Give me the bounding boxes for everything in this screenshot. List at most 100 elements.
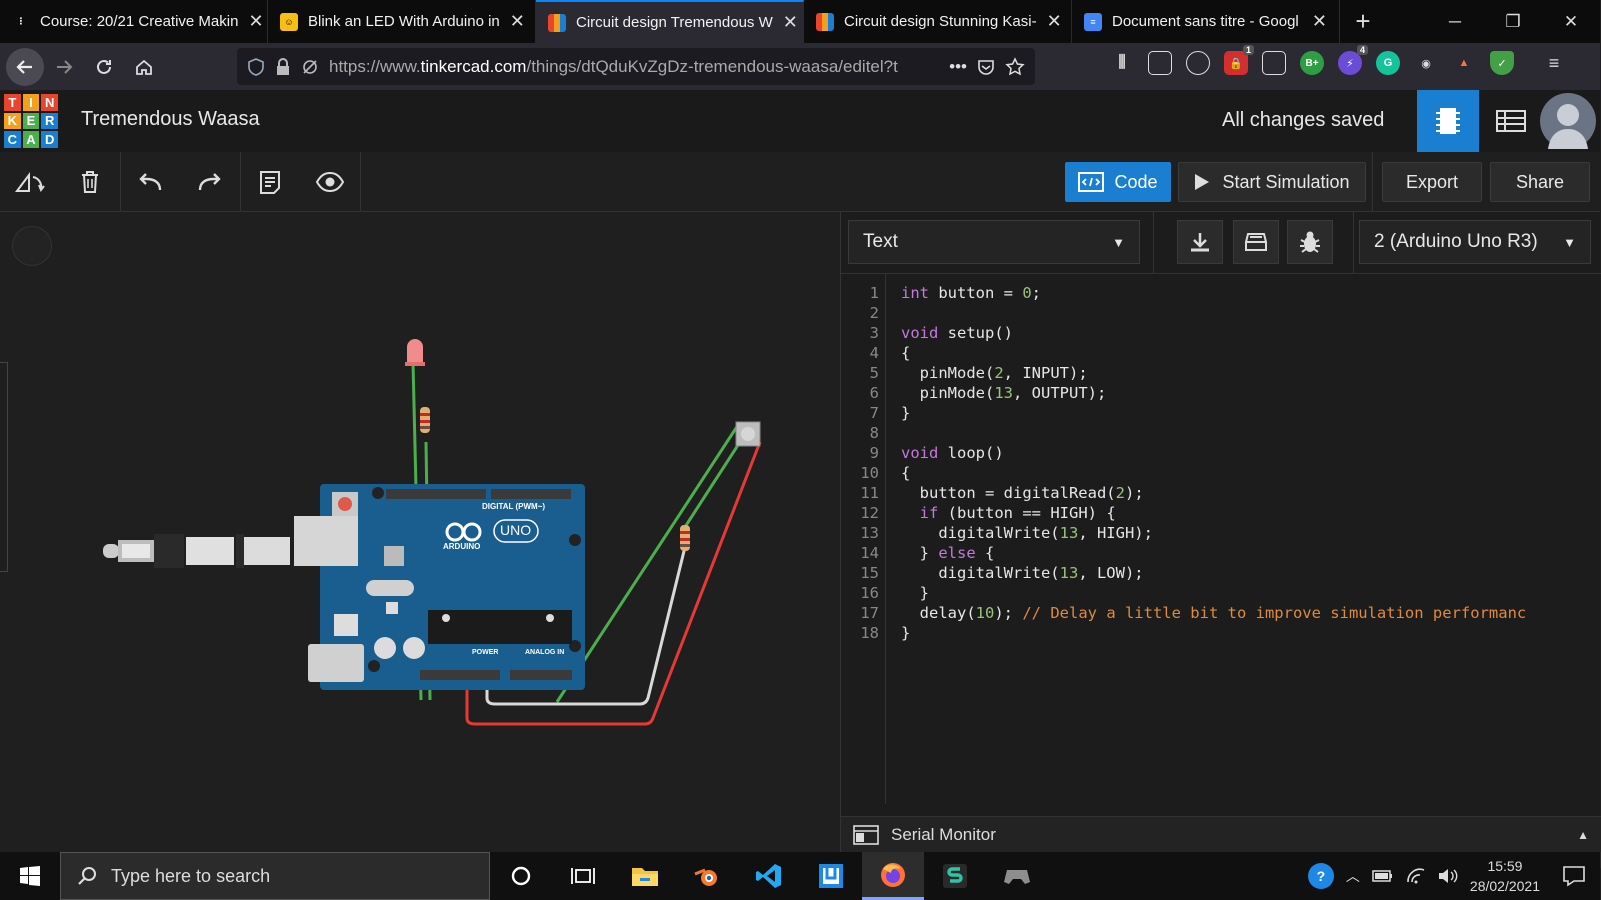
zoom-fit-button[interactable]: [12, 226, 52, 266]
notes-button[interactable]: [240, 152, 300, 212]
address-bar[interactable]: https://www.tinkercad.com/things/dtQduKv…: [237, 48, 1035, 85]
blender-icon: [694, 868, 717, 886]
avatar[interactable]: [1540, 93, 1596, 149]
code-mode-select[interactable]: Text ▼: [848, 220, 1140, 264]
close-tab-icon[interactable]: ✕: [782, 12, 798, 32]
mask-icon[interactable]: ◉: [1421, 57, 1431, 70]
delete-button[interactable]: [60, 152, 120, 212]
forward-button[interactable]: [44, 47, 84, 87]
undo-button[interactable]: [120, 152, 180, 212]
home-button[interactable]: [124, 47, 164, 87]
browser-tab-2[interactable]: ☺ Blink an LED With Arduino in ✕: [268, 0, 536, 43]
firefox-button[interactable]: [862, 852, 924, 900]
bug-icon: [1300, 231, 1320, 253]
debugger-button[interactable]: [1287, 220, 1333, 264]
url-text: https://www.tinkercad.com/things/dtQduKv…: [329, 57, 939, 77]
usb-cable[interactable]: [103, 534, 290, 568]
back-button[interactable]: [6, 47, 44, 86]
redo-button[interactable]: [180, 152, 240, 212]
bolt-icon[interactable]: ⚡4: [1338, 45, 1368, 75]
reader-icon[interactable]: [1148, 51, 1172, 75]
left-edge-handle[interactable]: [0, 362, 8, 572]
file-explorer-button[interactable]: [614, 852, 676, 900]
notification-icon[interactable]: [1562, 865, 1586, 887]
menu-icon[interactable]: ≡: [1548, 52, 1560, 73]
vscode-button[interactable]: [738, 852, 800, 900]
line-number: 6: [869, 384, 879, 402]
rotate-button[interactable]: [0, 152, 60, 212]
serial-monitor-bar[interactable]: Serial Monitor ▲: [841, 816, 1601, 852]
close-tab-icon[interactable]: ✕: [1046, 11, 1062, 31]
code-button[interactable]: Code: [1065, 162, 1171, 202]
chevron-up-icon[interactable]: ︿: [1345, 868, 1360, 884]
reload-button[interactable]: [84, 47, 124, 87]
close-tab-icon[interactable]: ✕: [1311, 11, 1327, 31]
component-list-button[interactable]: [1480, 90, 1542, 152]
sketch-app-button[interactable]: [924, 852, 986, 900]
serial-monitor-label: Serial Monitor: [891, 824, 996, 844]
battery-icon[interactable]: [1372, 869, 1394, 883]
new-tab-button[interactable]: +: [1355, 6, 1371, 36]
start-simulation-button[interactable]: Start Simulation: [1178, 162, 1366, 202]
wifi-icon[interactable]: [1406, 868, 1426, 884]
app-button[interactable]: [800, 852, 862, 900]
export-button[interactable]: Export: [1382, 162, 1482, 202]
volume-icon[interactable]: [1438, 868, 1458, 884]
close-tab-icon[interactable]: ✕: [248, 11, 264, 31]
save-status: All changes saved: [1222, 109, 1385, 131]
close-tab-icon[interactable]: ✕: [509, 11, 525, 31]
close-window-icon[interactable]: ✕: [1563, 11, 1579, 31]
grammarly-icon[interactable]: G: [1376, 51, 1400, 75]
system-clock[interactable]: 15:59 28/02/2021: [1470, 856, 1540, 896]
tab-title: Course: 20/21 Creative Makin: [40, 13, 239, 30]
push-button[interactable]: [735, 421, 761, 447]
cortana-button[interactable]: [490, 852, 552, 900]
task-view-button[interactable]: [552, 852, 614, 900]
circuit-canvas[interactable]: DIGITAL (PWM~) ARDUINO UNO POWER ANALOG …: [0, 212, 840, 852]
help-icon[interactable]: ?: [1307, 863, 1334, 889]
expand-icon[interactable]: ▲: [1577, 827, 1589, 842]
calendar-icon[interactable]: [1262, 51, 1286, 75]
project-name[interactable]: Tremendous Waasa: [81, 108, 260, 130]
editor-toolbar: Code Start Simulation Export Share: [0, 152, 1600, 212]
pocket-icon[interactable]: [977, 58, 995, 76]
code-icon: [1078, 172, 1105, 192]
export-label: Export: [1405, 171, 1459, 192]
account-icon[interactable]: [1186, 51, 1210, 75]
led[interactable]: [405, 339, 425, 366]
star-icon[interactable]: [1005, 56, 1025, 77]
libraries-button[interactable]: [1233, 220, 1279, 264]
circuit-view-button[interactable]: [1417, 90, 1479, 152]
resistor[interactable]: [680, 525, 690, 551]
game-app-button[interactable]: [986, 852, 1048, 900]
visibility-button[interactable]: [300, 152, 360, 212]
device-select[interactable]: 2 (Arduino Uno R3) ▼: [1359, 220, 1591, 264]
shield-check-icon[interactable]: ✓: [1490, 51, 1514, 75]
minimize-icon[interactable]: ─: [1448, 11, 1462, 31]
browser-tab-1[interactable]: ⋮ Course: 20/21 Creative Makin ✕: [0, 0, 268, 43]
browser-tab-5[interactable]: ≡ Document sans titre - Googl ✕: [1072, 0, 1340, 43]
browser-tab-4[interactable]: Circuit design Stunning Kasi- ✕: [804, 0, 1072, 43]
tab-title: Circuit design Stunning Kasi-: [844, 13, 1037, 30]
arduino-board[interactable]: [294, 484, 585, 690]
browser-tab-3[interactable]: Circuit design Tremendous W ✕: [536, 0, 804, 43]
code-line: pinMode(13, OUTPUT);: [901, 384, 1107, 402]
s-app-icon: [943, 864, 967, 888]
library-icon[interactable]: ⫼: [1118, 54, 1126, 71]
lock-icon: [277, 57, 289, 75]
b-plus-icon[interactable]: B+: [1300, 51, 1324, 75]
flag-icon[interactable]: ▲: [1458, 57, 1470, 69]
share-button[interactable]: Share: [1490, 162, 1590, 202]
blender-button[interactable]: [676, 852, 738, 900]
more-icon[interactable]: •••: [949, 56, 967, 76]
start-button[interactable]: [0, 852, 60, 900]
download-code-button[interactable]: [1177, 220, 1223, 264]
taskbar-search[interactable]: Type here to search: [60, 852, 490, 900]
restore-icon[interactable]: ❐: [1505, 11, 1521, 31]
arrow-left-icon: [16, 59, 32, 74]
lock-ext-icon[interactable]: 🔒1: [1224, 45, 1254, 75]
resistor[interactable]: [420, 407, 430, 433]
tab-title: Document sans titre - Googl: [1112, 13, 1299, 30]
